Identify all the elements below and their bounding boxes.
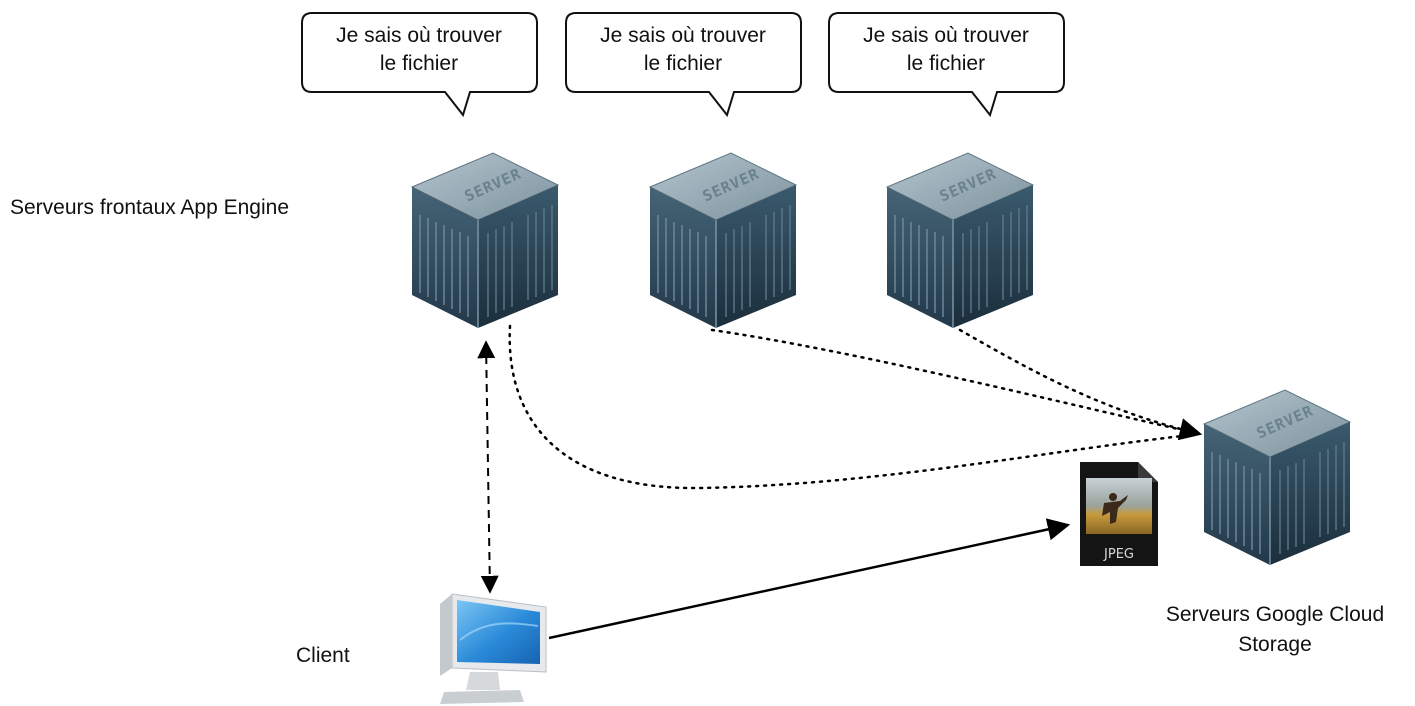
frontend-server-2-icon: SERVER: [649, 152, 797, 329]
speech-bubble-1: Je sais où trouver le fichier: [301, 12, 538, 118]
frontend-3-storage-dotted-arrow: [958, 328, 1203, 441]
jpeg-file-icon: JPEG: [1080, 462, 1158, 566]
jpeg-label: JPEG: [1103, 547, 1134, 562]
client-jpeg-solid-arrow: [548, 518, 1071, 640]
storage-servers-label: Serveurs Google Cloud Storage: [1150, 600, 1400, 660]
client-label: Client: [296, 644, 350, 667]
bubble-3-line-1: Je sais où trouver: [863, 24, 1029, 47]
bubble-1-line-1: Je sais où trouver: [336, 24, 502, 47]
bubble-3-line-2: le fichier: [907, 52, 985, 75]
frontend-servers-label: Serveurs frontaux App Engine: [10, 196, 290, 219]
frontend-2-storage-dotted-link: [710, 328, 1202, 436]
speech-bubble-3: Je sais où trouver le fichier: [828, 12, 1065, 118]
bubble-1-line-2: le fichier: [380, 52, 458, 75]
speech-bubble-2: Je sais où trouver le fichier: [565, 12, 802, 118]
bubble-2-line-1: Je sais où trouver: [600, 24, 766, 47]
storage-server-icon: SERVER: [1203, 389, 1351, 566]
frontend-1-storage-dotted-link: [508, 324, 1202, 490]
storage-servers-label-line-1: Serveurs Google Cloud: [1165, 603, 1385, 626]
frontend-server-1-icon: SERVER: [411, 152, 559, 329]
storage-servers-label-line-2: Storage: [1238, 633, 1312, 656]
client-monitor-icon: [440, 593, 547, 704]
client-frontend-dashed-arrow: [477, 340, 499, 594]
bubble-2-line-2: le fichier: [644, 52, 722, 75]
frontend-server-3-icon: SERVER: [886, 152, 1034, 329]
